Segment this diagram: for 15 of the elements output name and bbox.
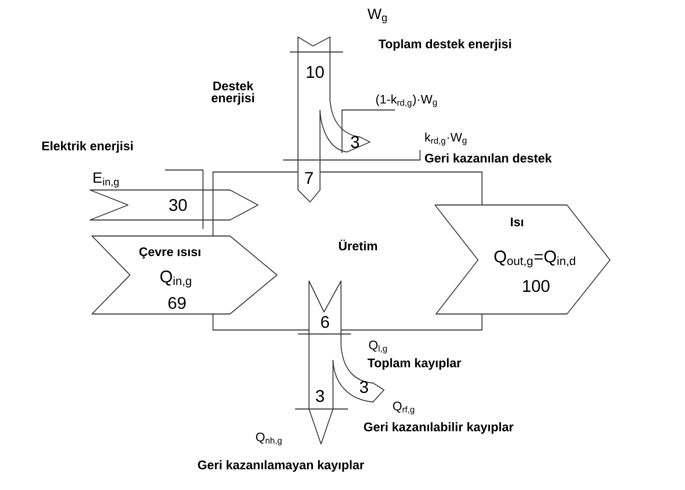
formula-label: k$_{rd,g}$·W$_{g}$	[425, 132, 466, 146]
flow-label: Toplam kayıplar	[368, 358, 462, 370]
branch-band: 3	[320, 100, 370, 152]
flow-label: Geri kazanılamayan kayıplar	[198, 460, 364, 472]
flow-band: 6 3	[308, 280, 342, 444]
flow-label: Geri kazanılabilir kayıplar	[364, 422, 514, 434]
flow-label: Toplam destek enerjisi	[378, 39, 511, 51]
flow-band: 10 7	[298, 36, 330, 202]
output-band: Isı Q$_{out,g}$=Q$_{in,d}$ 100	[434, 204, 610, 314]
flow-label: Geri kazanılan destek	[424, 153, 552, 163]
symbol-label: Q$_{l,g}$	[369, 340, 387, 354]
flow-label: Destek enerjisi	[212, 81, 254, 105]
input-band: 30	[90, 190, 258, 220]
symbol-label: W$_{g}$	[368, 8, 387, 24]
input-band: Çevre ısısı Q$_{in,g}$ 69	[92, 236, 278, 314]
